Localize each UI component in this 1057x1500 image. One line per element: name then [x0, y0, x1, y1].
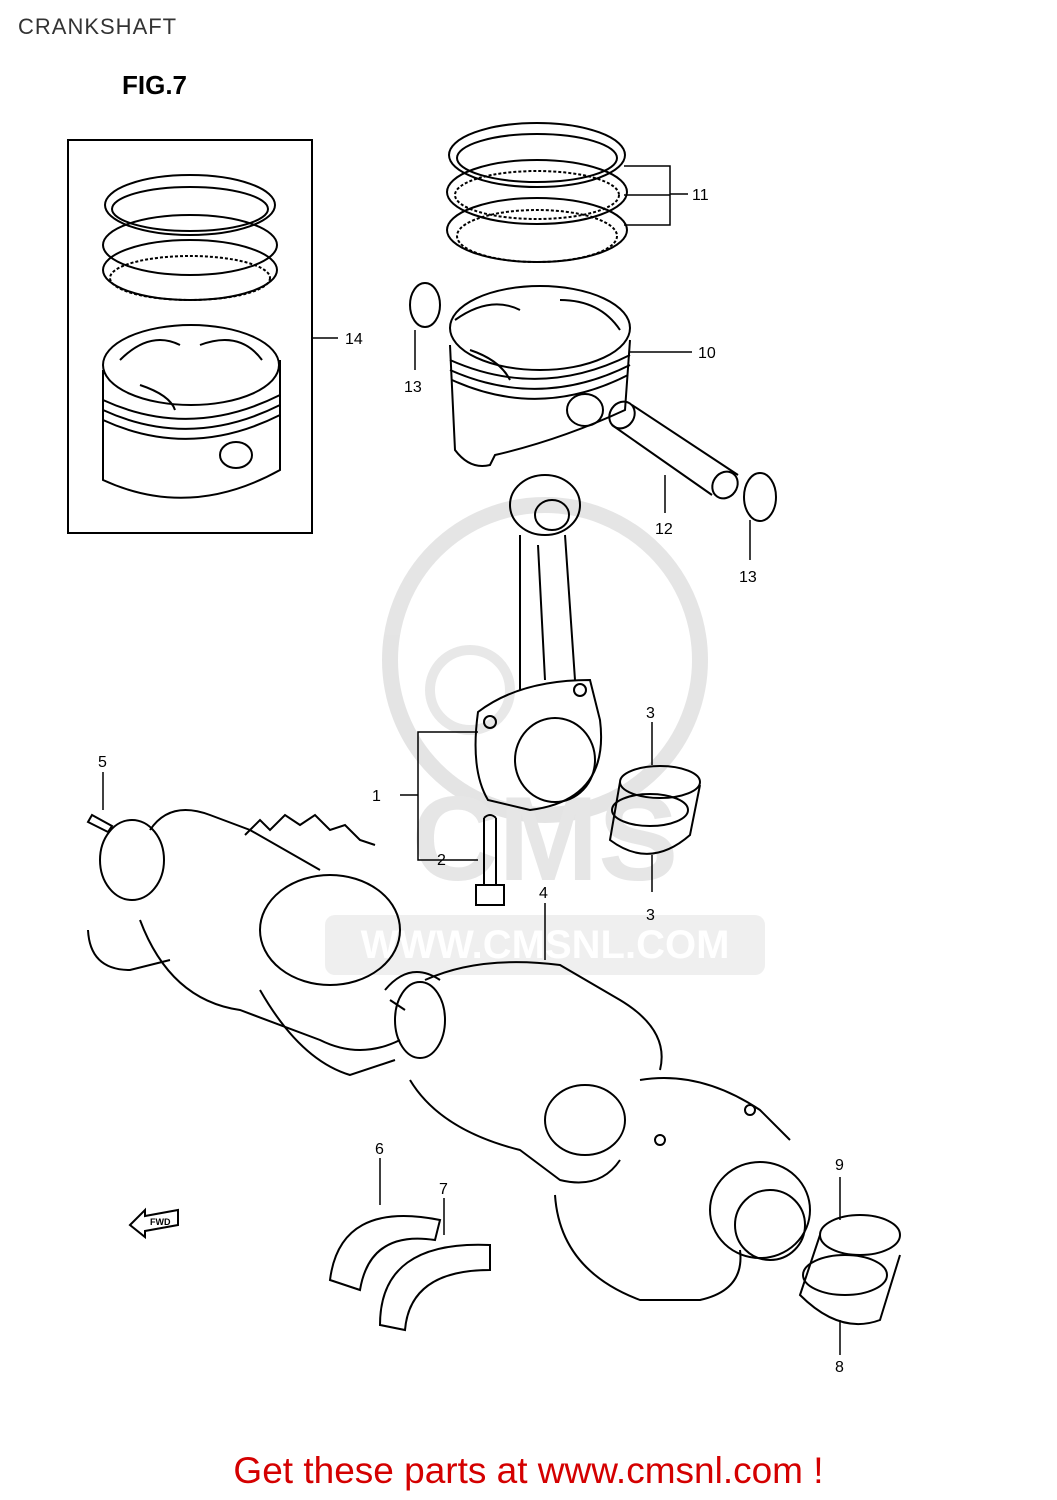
callout-4: 4 [539, 885, 548, 902]
piston-kit [102, 174, 281, 499]
connecting-rod [474, 474, 603, 812]
callout-7: 7 [439, 1181, 448, 1198]
callout-10: 10 [698, 345, 716, 362]
piston-pin [608, 400, 739, 500]
footer-link[interactable]: Get these parts at www.cmsnl.com ! [233, 1450, 824, 1491]
fwd-arrow-icon: FWD [128, 1207, 179, 1240]
callout-9: 9 [835, 1157, 844, 1174]
piston [449, 285, 631, 467]
thrust-washer-6 [328, 1215, 442, 1292]
rod-bearing [608, 765, 701, 855]
callout-1: 1 [372, 788, 381, 805]
callout-13-right: 13 [739, 569, 757, 586]
crankshaft [87, 809, 811, 1301]
callout-3-top: 3 [646, 705, 655, 722]
main-bearing [798, 1214, 901, 1326]
fwd-label: FWD [150, 1217, 171, 1227]
piston-kit-box [67, 139, 313, 534]
callout-6: 6 [375, 1141, 384, 1158]
piston-rings [446, 122, 628, 263]
page-title: CRANKSHAFT [18, 14, 178, 39]
callout-5: 5 [98, 754, 107, 771]
callout-8: 8 [835, 1359, 844, 1376]
callout-11: 11 [692, 187, 709, 204]
dowel-pin [86, 813, 114, 834]
callout-13-top: 13 [404, 379, 422, 396]
circlip-top [409, 282, 441, 328]
figure-label: FIG.7 [122, 70, 188, 100]
callout-2: 2 [437, 852, 446, 869]
callout-14: 14 [345, 331, 363, 348]
rod-bolt [475, 814, 505, 906]
circlip-right [743, 472, 777, 522]
thrust-washer-7 [378, 1243, 491, 1332]
callout-12: 12 [655, 521, 673, 538]
callout-3-bottom: 3 [646, 907, 655, 924]
